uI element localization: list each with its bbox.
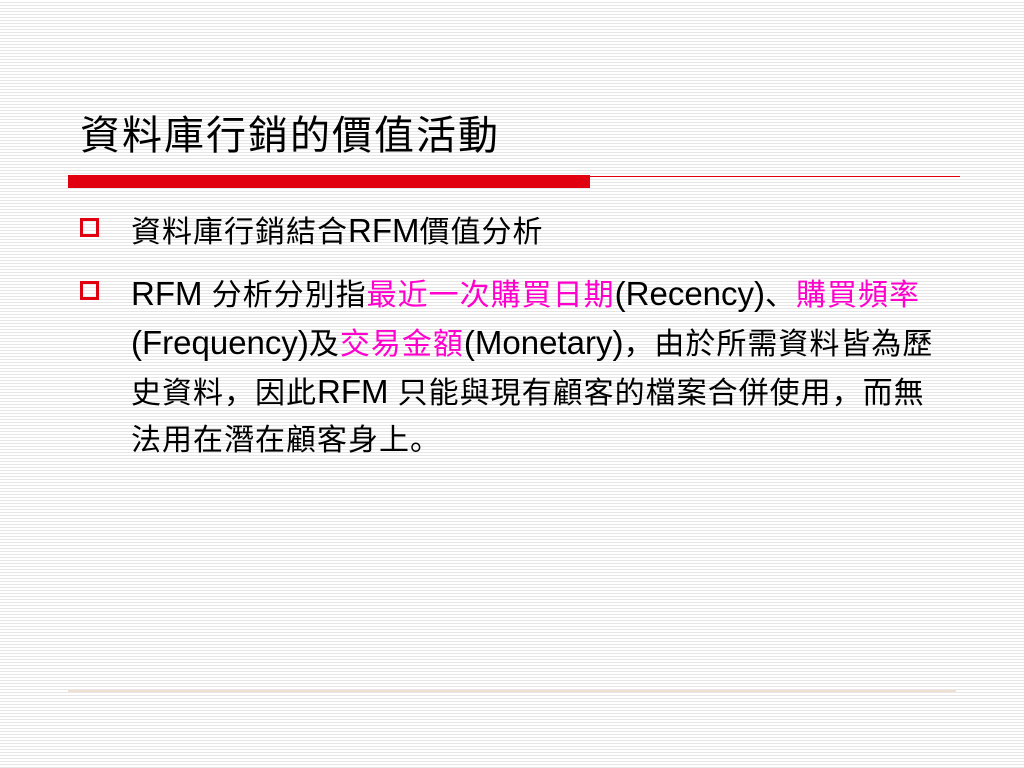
hollow-square-bullet-icon (80, 281, 99, 300)
title-accent-bar (68, 175, 590, 188)
segment: RFM (131, 275, 212, 312)
segment: (Recency) (614, 275, 766, 312)
bullet-list: 資料庫行銷結合RFM價值分析 RFM 分析分別指最近一次購買日期(Recency… (80, 207, 950, 478)
slide-title: 資料庫行銷的價值活動 (80, 113, 500, 159)
segment: 、 (765, 278, 797, 313)
segment: (Frequency) (131, 324, 309, 361)
footer-divider (68, 690, 956, 692)
segment: (Monetary) (463, 324, 624, 361)
bullet-item: 資料庫行銷結合RFM價值分析 (80, 207, 950, 256)
highlighted-term: 購買頻率 (796, 278, 921, 313)
highlighted-term: 最近一次購買日期 (366, 278, 615, 313)
segment: 只能與現有顧客的檔案合併使用，而無法用在潛在顧客身上。 (131, 376, 925, 458)
bullet-item: RFM 分析分別指最近一次購買日期(Recency)、購買頻率 (Frequenc… (80, 270, 950, 464)
title-underline (590, 176, 960, 177)
hollow-square-bullet-icon (80, 218, 99, 237)
segment: 分析分別指 (211, 278, 367, 313)
segment: ，由於所需資料皆為歷史資料，因此 (131, 327, 934, 411)
segment: RFM (348, 212, 420, 249)
highlighted-term: 交易金額 (339, 327, 464, 362)
segment: 資料庫行銷結合 (131, 215, 348, 250)
segment: 及 (308, 327, 340, 362)
segment: RFM (317, 373, 398, 410)
segment: 價值分析 (419, 215, 544, 250)
